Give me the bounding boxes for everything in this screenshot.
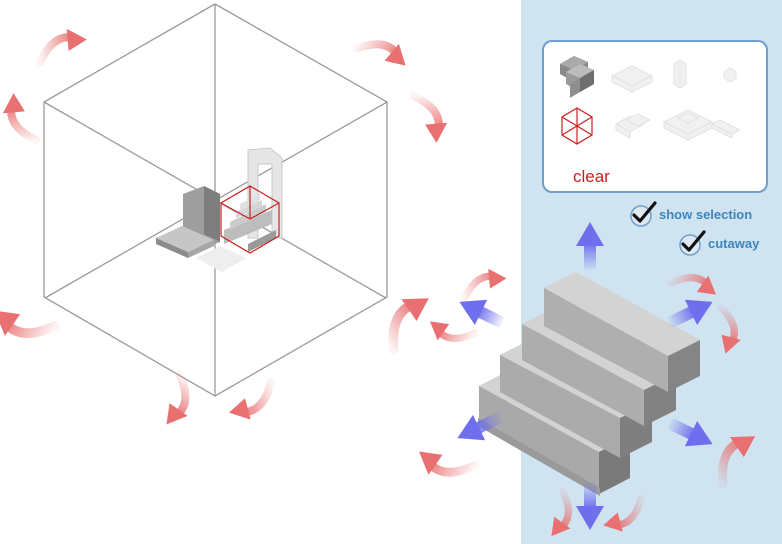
plinth-piece-icon[interactable] bbox=[662, 109, 714, 141]
checkbox-checked-icon[interactable] bbox=[678, 230, 706, 256]
rotate-arrow-bottom-right[interactable] bbox=[224, 382, 281, 425]
cutaway-toggle[interactable]: cutaway bbox=[678, 230, 759, 256]
piece-rotate-arrow-right[interactable] bbox=[713, 307, 746, 356]
clear-button[interactable]: clear bbox=[573, 167, 610, 186]
selection-cube-piece-icon[interactable] bbox=[561, 107, 593, 145]
selection-cube bbox=[220, 185, 280, 254]
piece-rotate-arrow-bottom-left[interactable] bbox=[541, 491, 585, 543]
rotate-arrow-top-left[interactable] bbox=[35, 26, 89, 62]
slab-piece-icon[interactable] bbox=[610, 65, 654, 93]
move-arrow-right-lower[interactable] bbox=[663, 410, 719, 457]
rotate-arrow-bottom-left[interactable] bbox=[154, 374, 203, 431]
selected-piece-view[interactable] bbox=[478, 272, 700, 496]
piece-rotate-arrow-left[interactable] bbox=[424, 311, 476, 355]
rotate-arrow-right-upper[interactable] bbox=[414, 91, 450, 145]
bar-piece-icon[interactable] bbox=[710, 119, 742, 139]
piece-rotate-arrow-bottom-left-outer[interactable] bbox=[411, 438, 474, 492]
rotate-arrow-right-lower[interactable] bbox=[372, 285, 440, 349]
show-selection-toggle[interactable]: show selection bbox=[629, 201, 752, 227]
show-selection-label: show selection bbox=[659, 206, 753, 222]
piece-rotate-arrow-bottom-right-outer[interactable] bbox=[703, 424, 765, 483]
small-cube-piece-icon[interactable] bbox=[723, 67, 737, 83]
stairs-piece-icon[interactable] bbox=[560, 56, 594, 98]
piece-rotate-arrow-top-right[interactable] bbox=[671, 261, 723, 305]
piece-palette bbox=[542, 40, 768, 193]
cutaway-label: cutaway bbox=[708, 235, 760, 251]
piece-rotate-arrow-top-left[interactable] bbox=[460, 266, 509, 299]
piece-rotate-arrow-bottom-right[interactable] bbox=[599, 498, 650, 537]
checkbox-checked-icon[interactable] bbox=[629, 201, 657, 227]
rotate-arrow-top-right[interactable] bbox=[357, 25, 414, 77]
post-piece-icon[interactable] bbox=[673, 59, 687, 89]
mini-model[interactable] bbox=[156, 147, 283, 272]
rotate-arrow-left-upper[interactable] bbox=[0, 91, 36, 145]
ledge-piece-icon[interactable] bbox=[614, 113, 652, 139]
move-arrow-up[interactable] bbox=[576, 222, 604, 270]
rotate-arrow-left-lower[interactable] bbox=[0, 296, 55, 355]
